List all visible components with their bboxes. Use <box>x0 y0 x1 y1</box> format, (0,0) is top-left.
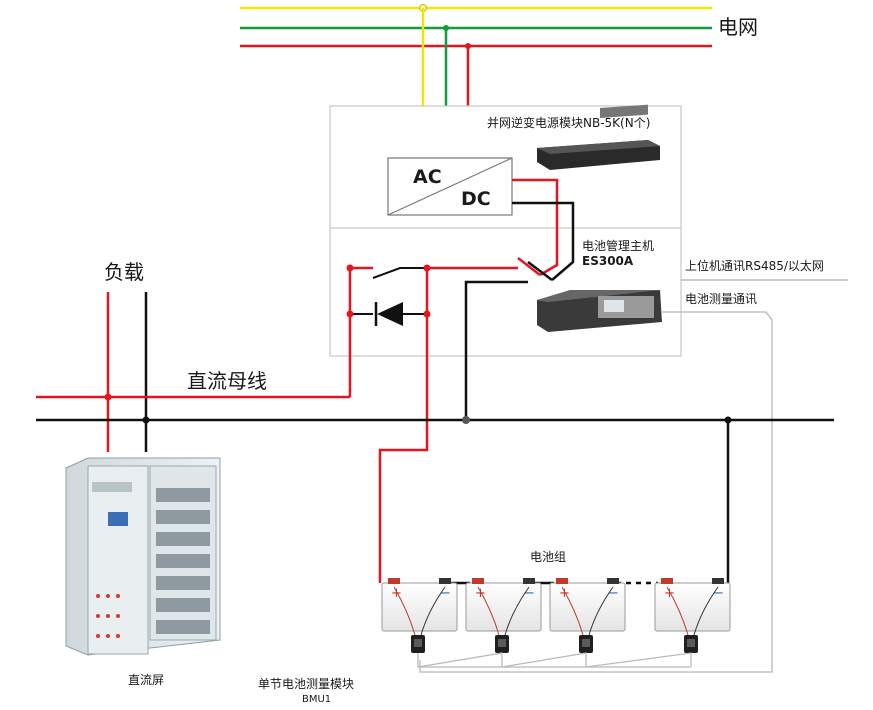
plus-sign: + <box>391 586 402 601</box>
battery-string: + − + − + − + − <box>381 578 731 668</box>
plus-sign: + <box>475 586 486 601</box>
bmu-model: BMU1 <box>302 694 331 705</box>
plus-sign: + <box>559 586 570 601</box>
battery-cell <box>381 582 458 632</box>
dc-screen-cabinet <box>65 457 221 656</box>
bmu-sense-lead <box>477 586 500 636</box>
bmu-sense-lead <box>420 586 446 636</box>
positive-terminal <box>388 578 400 584</box>
positive-terminal <box>661 578 673 584</box>
bms-host-device-image <box>537 290 662 332</box>
load-label: 负载 <box>104 260 144 284</box>
bmu-module-face <box>414 639 422 647</box>
plus-sign: + <box>664 586 675 601</box>
minus-sign: − <box>440 586 451 601</box>
inverter-label: 并网逆变电源模块NB-5K(N个) <box>487 115 650 130</box>
converter-dc-wiring <box>427 178 575 420</box>
negative-terminal <box>439 578 451 584</box>
battery-cell <box>549 582 626 632</box>
switch-blade-negative <box>527 261 553 281</box>
negative-terminal <box>712 578 724 584</box>
bms-host-model: ES300A <box>582 254 634 268</box>
dc-screen-label: 直流屏 <box>128 673 164 687</box>
bmu-sense-lead <box>666 586 689 636</box>
battery-group-label: 电池组 <box>530 550 566 564</box>
converter-diagonal <box>387 157 513 216</box>
bmu-sense-lead <box>561 586 584 636</box>
switch-blade-positive <box>517 257 541 276</box>
inverter-device-image <box>537 104 660 170</box>
bmu-comm-chain <box>417 652 692 668</box>
dc-bus-label: 直流母线 <box>187 369 267 393</box>
battery-cell <box>654 582 731 632</box>
positive-terminal <box>472 578 484 584</box>
minus-sign: − <box>713 586 724 601</box>
battery-comm-line <box>419 311 773 673</box>
bmu-module-face <box>687 639 695 647</box>
bmu-sense-lead <box>393 586 416 636</box>
bmu-sense-lead <box>504 586 530 636</box>
bmu-sense-lead <box>693 586 719 636</box>
comm-upper-label: 上位机通讯RS485/以太网 <box>685 258 824 273</box>
diode-network <box>346 264 431 583</box>
battery-cell <box>465 582 542 632</box>
negative-terminal <box>607 578 619 584</box>
bmu-sense-lead <box>588 586 614 636</box>
minus-sign: − <box>608 586 619 601</box>
converter-ac-label: AC <box>413 166 442 188</box>
converter-dc-label: DC <box>461 188 491 210</box>
diode-symbol <box>377 302 403 326</box>
bmu-module-face <box>582 639 590 647</box>
bms-host-label: 电池管理主机 <box>582 238 654 253</box>
negative-terminal <box>523 578 535 584</box>
grid-label: 电网 <box>718 15 758 39</box>
ac-dc-converter: AC DC <box>387 157 513 216</box>
positive-terminal <box>556 578 568 584</box>
comm-battery-label: 电池测量通讯 <box>685 292 757 306</box>
bmu-label: 单节电池测量模块 <box>258 677 354 691</box>
bmu-module-face <box>498 639 506 647</box>
minus-sign: − <box>524 586 535 601</box>
